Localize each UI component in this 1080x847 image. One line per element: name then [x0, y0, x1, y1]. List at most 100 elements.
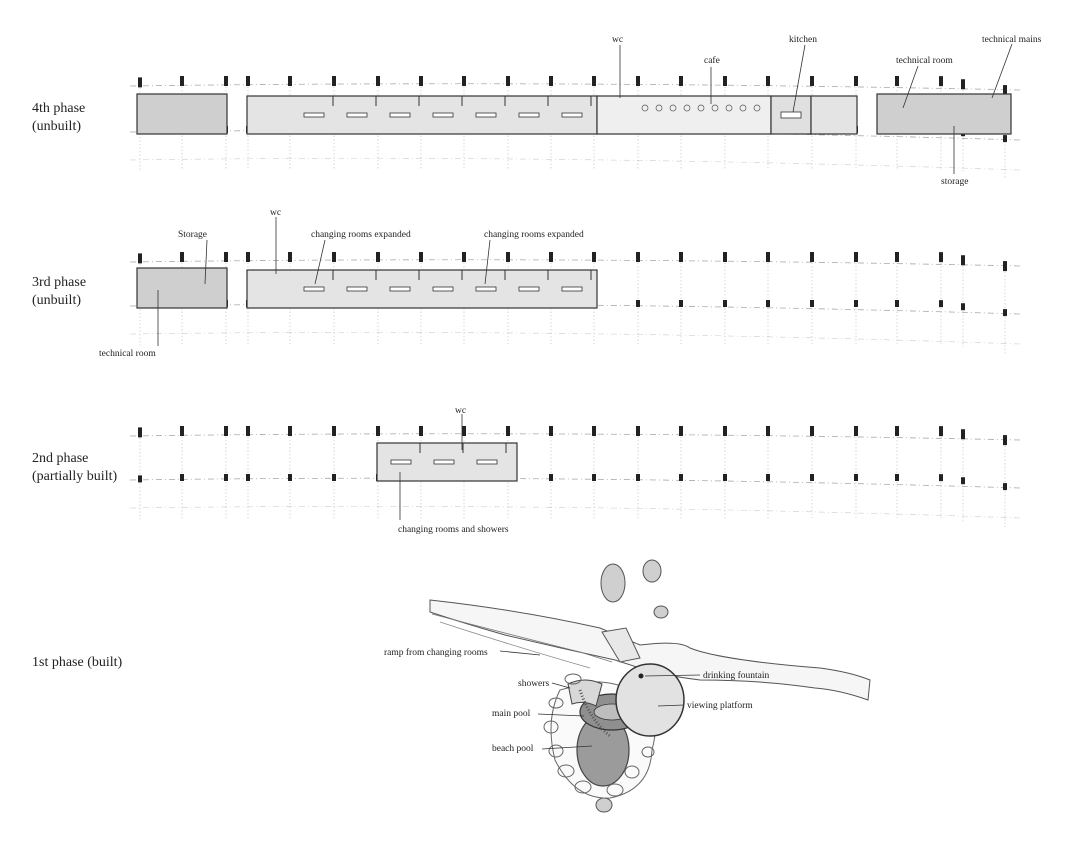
column: [939, 300, 943, 308]
column: [723, 76, 727, 86]
changing-block: [246, 95, 598, 135]
rock: [574, 780, 592, 794]
column: [636, 76, 640, 86]
column: [636, 426, 640, 436]
column: [679, 300, 683, 307]
column: [723, 426, 727, 436]
column: [224, 474, 228, 481]
grid-axis: [129, 433, 1021, 441]
phase-4-status: (unbuilt): [32, 119, 81, 134]
column: [679, 474, 683, 481]
column: [961, 79, 965, 90]
rock: [595, 797, 613, 813]
column: [854, 252, 858, 262]
phase-4-title: 4th phase: [32, 101, 86, 116]
label-changing-rooms-showers: changing rooms and showers: [398, 525, 509, 535]
leader-lines: [499, 650, 701, 750]
bench: [476, 459, 498, 465]
column: [810, 252, 814, 262]
column: [288, 474, 292, 481]
phase-1-plan: ramp from changing rooms showers main po…: [384, 559, 871, 813]
ramp-landing: [601, 627, 641, 663]
grid-axis: [129, 158, 1021, 171]
column: [506, 426, 510, 436]
bench: [475, 286, 497, 292]
column: [462, 426, 466, 436]
column: [679, 76, 683, 86]
label-storage: storage: [941, 177, 968, 187]
phase-1-title: 1st phase (built): [32, 655, 123, 670]
column: [854, 474, 858, 481]
column: [549, 252, 553, 262]
grid-axis: [129, 506, 1021, 519]
column: [723, 300, 727, 307]
column: [766, 252, 770, 262]
column: [679, 426, 683, 436]
column: [895, 474, 899, 481]
label-wc: wc: [455, 406, 466, 416]
column: [376, 426, 380, 436]
column: [224, 426, 228, 436]
bench: [475, 112, 497, 118]
label-technical-room: technical room: [99, 349, 156, 359]
viewing-platform: [615, 663, 685, 737]
label-beach-pool: beach pool: [492, 744, 534, 754]
rock: [624, 765, 640, 779]
bench: [346, 286, 368, 292]
column: [1003, 135, 1007, 143]
label-main-pool: main pool: [492, 709, 531, 719]
leader-line: [991, 43, 1013, 99]
bench: [390, 459, 412, 465]
column: [138, 77, 142, 88]
column: [636, 474, 640, 481]
bench: [518, 112, 540, 118]
leader-line: [314, 239, 326, 285]
rock: [543, 720, 559, 734]
leader-line: [902, 65, 919, 109]
column: [766, 76, 770, 86]
column: [854, 76, 858, 86]
column: [679, 252, 683, 262]
column: [506, 252, 510, 262]
column: [376, 76, 380, 86]
column: [723, 252, 727, 262]
label-viewing-platform: viewing platform: [687, 700, 753, 711]
column: [810, 426, 814, 436]
rock: [606, 783, 624, 797]
column: [246, 252, 250, 262]
phase-2-title: 2nd phase: [32, 451, 89, 466]
label-kitchen: kitchen: [789, 35, 817, 45]
leader-line: [484, 239, 491, 285]
column: [246, 76, 250, 86]
column: [180, 426, 184, 436]
label-technical-mains: technical mains: [982, 35, 1042, 45]
cafe-table: [669, 104, 677, 112]
technical-block: [136, 93, 228, 135]
column: [138, 475, 142, 483]
column: [376, 252, 380, 262]
column: [246, 474, 250, 481]
cafe-table: [683, 104, 691, 112]
bench: [303, 286, 325, 292]
column: [766, 426, 770, 436]
grid-axis: [129, 83, 1021, 91]
column: [961, 429, 965, 440]
grid-axis: [129, 259, 1021, 267]
column: [419, 76, 423, 86]
column: [462, 76, 466, 86]
phase-4-label: 4th phase (unbuilt): [32, 100, 85, 136]
kitchen-counter: [780, 111, 802, 119]
label-changing-rooms-2: changing rooms expanded: [484, 230, 584, 240]
rock: [600, 563, 626, 603]
rock: [641, 746, 655, 758]
column: [592, 76, 596, 86]
column: [549, 474, 553, 481]
column: [636, 300, 640, 307]
column: [939, 252, 943, 263]
column: [810, 474, 814, 481]
cafe-table: [697, 104, 705, 112]
rock: [557, 764, 575, 778]
